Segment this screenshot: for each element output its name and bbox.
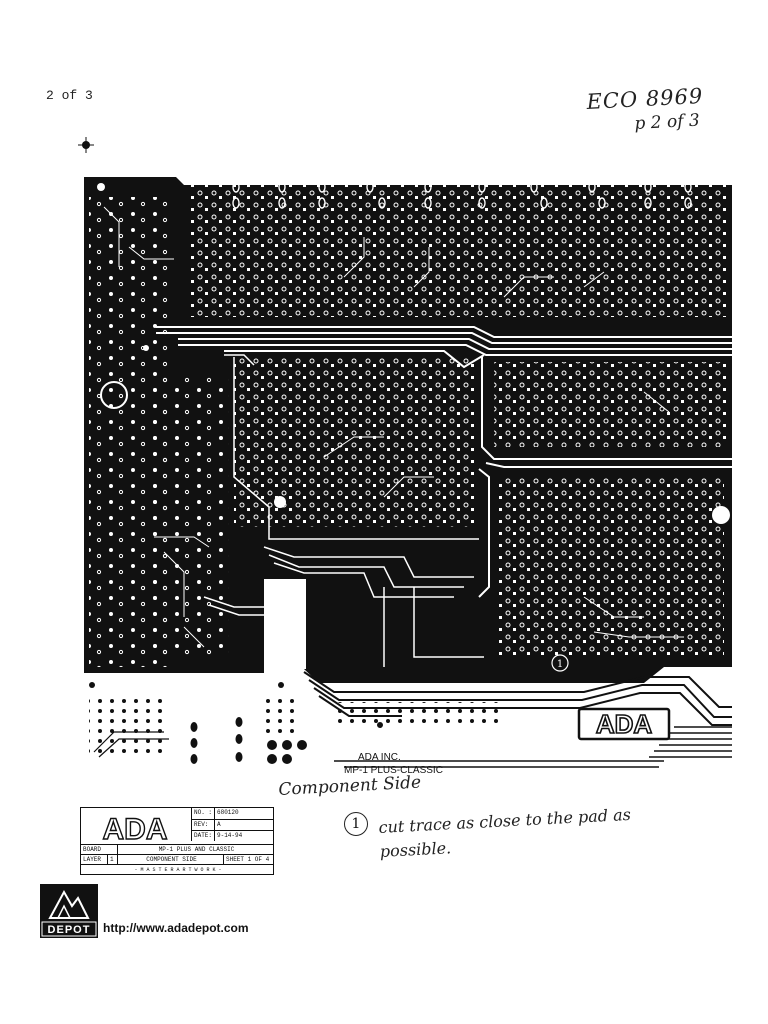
title-block-ada-logo: ADA [102,812,168,845]
side-value: COMPONENT SIDE [117,854,223,864]
component-side-note: Component Side [278,772,422,800]
cut-trace-note: cut trace as close to the pad as possibl… [378,804,632,861]
eco-number-handwritten: ECO 8969 [586,83,704,114]
page-number: 2 of 3 [46,88,93,103]
pcb-company-label: ADA INC. [358,752,401,763]
title-block: ADA NO. : 680120 REV: A DATE: 9-14-94 BO… [80,807,274,875]
pcb-callout-marker: 1 [557,659,563,670]
no-label: NO. : [191,808,214,819]
date-label: DATE: [191,830,214,841]
website-link[interactable]: http://www.adadepot.com [103,921,249,935]
pcb-model-label: MP-1 PLUS-CLASSIC [344,765,443,776]
board-label: BOARD [81,844,117,854]
svg-text:ADA: ADA [103,813,168,845]
rev-label: REV: [191,819,214,830]
board-value: MP-1 PLUS AND CLASSIC [117,844,273,854]
eco-page-handwritten: p 2 of 3 [634,110,701,134]
rev-value: A [214,819,273,830]
sheet-value: SHEET 1 OF 4 [223,854,273,864]
depot-logo-text: DEPOT [48,924,91,936]
pcb-artwork: 1 ADA [84,177,732,768]
ada-depot-logo: DEPOT [40,884,98,938]
layer-value: 1 [107,854,117,864]
date-value: 9-14-94 [214,830,273,841]
no-value: 680120 [214,808,273,819]
master-artwork-label: - M A S T E R A R T W O R K - [81,864,273,874]
registration-crosshair-icon [78,137,94,153]
pcb-ada-logo: ADA [596,709,653,739]
layer-label: LAYER [81,854,107,864]
note-marker: 1 [344,812,368,836]
